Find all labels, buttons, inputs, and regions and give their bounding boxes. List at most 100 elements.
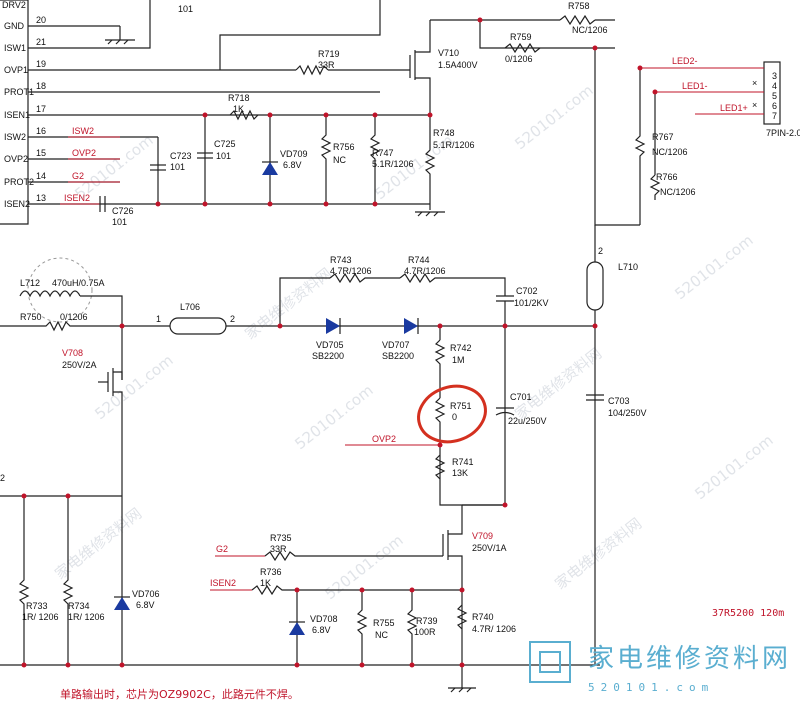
net-label-led1m: LED1-	[682, 81, 708, 91]
ground-symbol	[415, 211, 445, 217]
component-ref: L706	[180, 302, 200, 312]
component-ref: R747	[372, 148, 394, 158]
net-label-ovp2: OVP2	[372, 434, 396, 444]
ic-pin-name: PROT1	[4, 87, 34, 97]
watermark-text: 520101.com	[91, 351, 176, 423]
resistor-r756: R756 NC	[320, 115, 355, 204]
component-ref: VD705	[316, 340, 344, 350]
ic-pin-name: GND	[4, 21, 25, 31]
resistor-r744: R744 4.7R/1206	[399, 255, 506, 296]
component-ref: VD709	[280, 149, 308, 159]
component-value: 22u/250V	[508, 416, 547, 426]
resistor-r734: R734 1R/ 1206	[62, 496, 105, 665]
ic-pin-list: GND 20 ISW1 21 OVP1 19 PROT1 18 ISEN1 17…	[4, 15, 46, 209]
inductor-l710: 2 L710	[586, 225, 638, 665]
component-ref: R740	[472, 612, 494, 622]
component-ref: C725	[214, 139, 236, 149]
connector-pin: 5	[772, 91, 777, 101]
component-value: 13K	[452, 468, 468, 478]
resistor-r742: R742 1M	[434, 339, 472, 398]
component-value: 6.8V	[136, 600, 155, 610]
watermark-text: 520101.com	[321, 531, 406, 603]
component-ref: VD708	[310, 614, 338, 624]
watermark-text: 家电维修资料网	[51, 504, 145, 583]
net-label-isen2: ISEN2	[64, 193, 90, 203]
net-label-led1p: LED1+	[720, 103, 748, 113]
component-value: 4.7R/1206	[404, 266, 446, 276]
ic-pin-name: OVP1	[4, 65, 28, 75]
inductor-l712: L712 470uH/0.75A	[19, 278, 105, 298]
component-ref: R767	[652, 132, 674, 142]
component-value: NC	[375, 630, 388, 640]
component-value: NC/1206	[652, 147, 688, 157]
connector-pin: 7	[772, 111, 777, 121]
component-value: SB2200	[382, 351, 414, 361]
ic-block: DRV2 GND 20 ISW1 21 OVP1 19 PROT1 18 ISE…	[0, 0, 430, 225]
component-ref: R739	[416, 616, 438, 626]
component-value: NC/1206	[660, 187, 696, 197]
resistor-r759: R759 0/1206	[504, 32, 541, 64]
zener-vd708: VD708 6.8V	[289, 614, 338, 635]
ic-pin-name: ISEN1	[4, 110, 30, 120]
net-label-g2: G2	[72, 171, 84, 181]
component-value: SB2200	[312, 351, 344, 361]
watermark-text: 520101.com	[511, 81, 596, 153]
resistor-r766: R766 NC/1206	[649, 172, 696, 200]
ic-pin-number: 18	[36, 81, 46, 91]
component-ref: R734	[68, 601, 90, 611]
pin-number: 2	[230, 314, 235, 324]
ic-pin-name: ISW2	[4, 132, 26, 142]
component-value: 1M	[452, 355, 465, 365]
ground-symbol	[448, 687, 476, 693]
resistor-r747: R747 5.1R/1206	[369, 115, 414, 204]
component-ref: R742	[450, 343, 472, 353]
component-value: 1.5A400V	[438, 60, 478, 70]
component-value: 104/250V	[608, 408, 647, 418]
component-ref: R718	[228, 93, 250, 103]
ic-pin-name: DRV2	[2, 0, 26, 10]
component-value: 0/1206	[505, 54, 533, 64]
watermark-text: 520101.com	[291, 381, 376, 453]
component-ref: R735	[270, 533, 292, 543]
capacitor-c702: C702 101/2KV	[496, 286, 549, 326]
connector-pin: 3	[772, 71, 777, 81]
ic-pin-number: 16	[36, 126, 46, 136]
component-ref: R719	[318, 49, 340, 59]
ic-pin-name: ISEN2	[4, 199, 30, 209]
resistor-r748: R748 5.1R/1206	[424, 115, 475, 210]
resistor-r767: R767 NC/1206	[634, 130, 688, 225]
resistor-r755: R755 NC	[356, 590, 395, 665]
watermark-text: 家电维修资料网	[241, 264, 335, 343]
watermark-text: 520101.com	[671, 231, 756, 303]
ic-pin-number: 13	[36, 193, 46, 203]
component-ref: R741	[452, 457, 474, 467]
component-ref: R751	[450, 401, 472, 411]
watermark-text: 家电维修资料网	[511, 344, 605, 423]
component-value: 6.8V	[312, 625, 331, 635]
component-value: 33R	[318, 60, 335, 70]
resistor-r750: R750 0/1206	[0, 312, 170, 332]
component-value: 100R	[414, 627, 436, 637]
ic-pin-number: 17	[36, 104, 46, 114]
diode-vd707: VD707 SB2200	[382, 318, 419, 361]
component-ref: R750	[20, 312, 42, 322]
ic-pin-number: 20	[36, 15, 46, 25]
component-ref: R759	[510, 32, 532, 42]
resistor-r739: R739 100R	[406, 590, 438, 665]
mosfet-v710: V710 1.5A400V	[409, 20, 478, 115]
component-value: 1R/ 1206	[22, 612, 59, 622]
component-value: 101	[112, 217, 127, 227]
component-ref: V709	[472, 531, 493, 541]
component-ref: L712	[20, 278, 40, 288]
pin-number: 2	[598, 246, 603, 256]
component-ref: C723	[170, 151, 192, 161]
mosfet-v708: V708 250V/2A	[62, 348, 123, 665]
resistor-r743: R743 4.7R/1206	[329, 255, 400, 284]
connector-pin: 6	[772, 101, 777, 111]
component-ref: R756	[333, 142, 355, 152]
component-ref: V710	[438, 48, 459, 58]
component-ref: VD706	[132, 589, 160, 599]
component-ref: R755	[373, 618, 395, 628]
component-value: 1R/ 1206	[68, 612, 105, 622]
component-value: 33R	[270, 544, 287, 554]
